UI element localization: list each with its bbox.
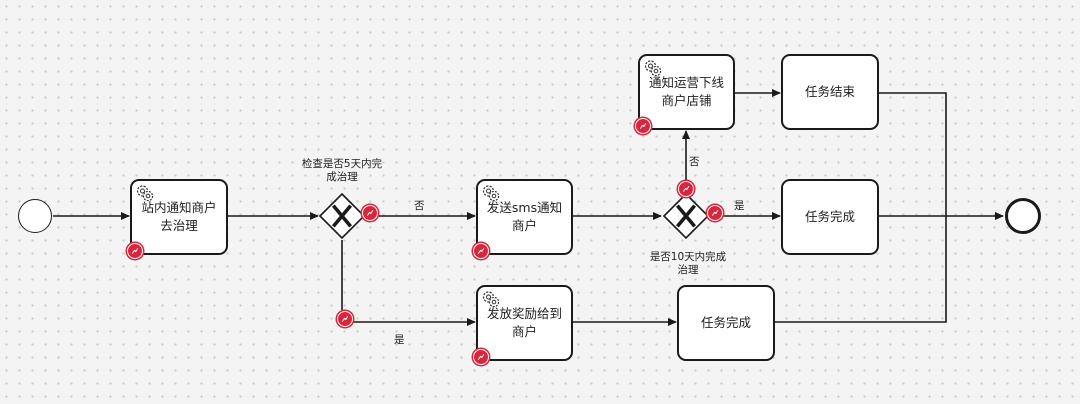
end-event[interactable] — [1005, 198, 1041, 234]
error-icon — [477, 353, 485, 361]
task-label: 发送sms通知 商户 — [486, 200, 563, 233]
error-icon — [682, 185, 690, 193]
task-label: 发放奖励给到 商户 — [486, 306, 562, 339]
gateway-label-check5: 检查是否5天内完 成治理 — [301, 158, 383, 183]
gear-icon — [482, 185, 500, 202]
task-notify-merchant[interactable]: 站内通知商户 去治理 — [127, 179, 228, 259]
error-boundary-icon[interactable] — [473, 243, 489, 259]
flow-end-task-to-end — [879, 92, 947, 216]
flow-done-lower-to-end — [775, 216, 947, 323]
task-label: 任务结束 — [804, 84, 855, 99]
flow-label-g1-no: 否 — [414, 200, 425, 212]
flow-label-g1-yes: 是 — [394, 334, 405, 346]
exclusive-gateway-check10[interactable] — [663, 193, 709, 239]
task-label: 任务完成 — [804, 209, 855, 224]
error-boundary-icon[interactable] — [707, 205, 723, 221]
error-boundary-icon[interactable] — [127, 243, 143, 259]
error-icon — [639, 122, 647, 130]
gear-icon — [136, 185, 154, 202]
error-boundary-icon[interactable] — [635, 118, 651, 134]
error-boundary-icon[interactable] — [337, 311, 353, 327]
start-event[interactable] — [18, 199, 52, 233]
task-notify-ops[interactable]: 通知运营下线 商户店铺 — [635, 54, 735, 134]
task-reward-merchant[interactable]: 发放奖励给到 商户 — [473, 285, 573, 365]
task-done-lower[interactable]: 任务完成 — [677, 285, 775, 361]
exclusive-gateway-check5[interactable] — [319, 193, 365, 239]
gateway-label-check10: 是否10天内完成 治理 — [649, 251, 727, 276]
error-boundary-icon[interactable] — [473, 349, 489, 365]
error-icon — [366, 209, 374, 217]
gear-icon — [482, 291, 500, 308]
flow-label-g2-yes: 是 — [734, 200, 745, 212]
error-boundary-icon[interactable] — [678, 181, 694, 197]
task-label: 通知运营下线 商户店铺 — [648, 75, 724, 108]
task-label: 站内通知商户 去治理 — [141, 200, 217, 233]
flow-label-g2-no: 否 — [689, 156, 700, 168]
task-end[interactable]: 任务结束 — [781, 54, 879, 130]
error-icon — [711, 209, 719, 217]
error-icon — [341, 315, 349, 323]
gear-icon — [644, 60, 662, 77]
task-label: 任务完成 — [700, 315, 751, 330]
error-icon — [477, 247, 485, 255]
error-icon — [131, 247, 139, 255]
error-boundary-icon[interactable] — [362, 205, 378, 221]
task-send-sms[interactable]: 发送sms通知 商户 — [473, 179, 573, 259]
flow-gateway1-yes — [341, 240, 476, 326]
task-done-upper[interactable]: 任务完成 — [781, 179, 879, 255]
